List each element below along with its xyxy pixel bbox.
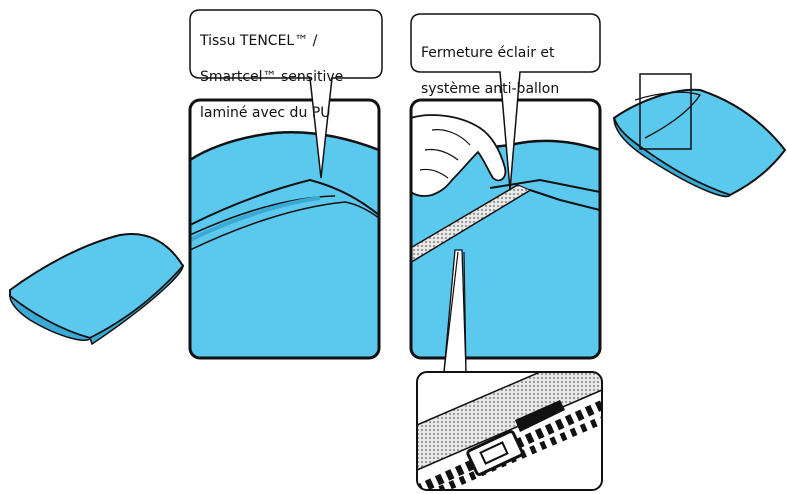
pillow-right-icon [614,74,785,196]
zipper-zoom-panel [417,372,602,490]
fabric-callout-line-1: Tissu TENCEL™ / [200,32,380,50]
zipper-callout-line-1: Fermeture éclair et [421,44,601,62]
fabric-callout-line-3: laminé avec du PU [200,104,380,122]
zipper-callout-text: Fermeture éclair et système anti-ballon [421,26,601,116]
fabric-callout-text: Tissu TENCEL™ / Smartcel™ sensitive lami… [200,14,380,140]
pillow-left-icon [10,234,183,344]
zipper-callout-line-2: système anti-ballon [421,80,601,98]
fabric-callout-line-2: Smartcel™ sensitive [200,68,380,86]
